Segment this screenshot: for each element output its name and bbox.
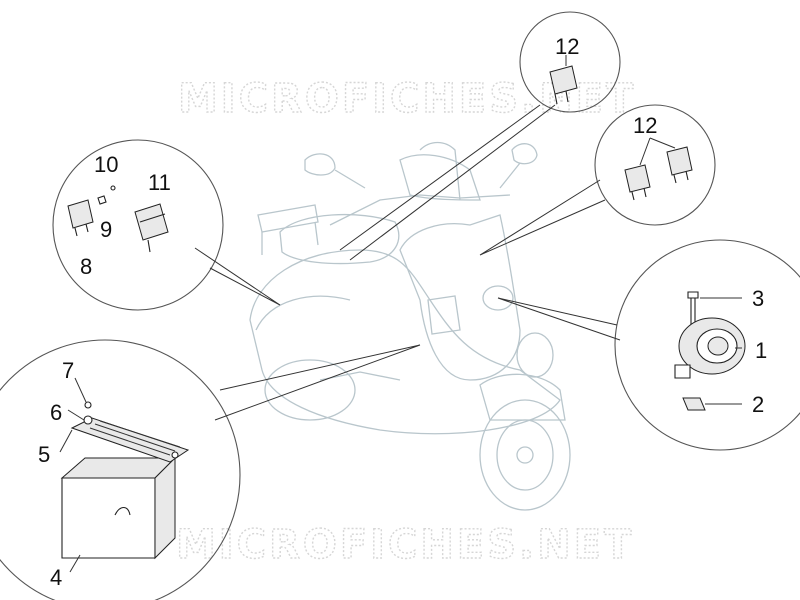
part-number-2: 2 xyxy=(752,392,764,417)
horn-assembly xyxy=(674,291,746,411)
callout-circle-battery xyxy=(0,339,241,600)
part-number-3: 3 xyxy=(752,286,764,311)
callout-circles xyxy=(0,11,800,600)
callout-leaders xyxy=(194,104,621,421)
part-number-9: 9 xyxy=(100,217,112,242)
callout-circle-horn xyxy=(614,239,800,451)
part-number-labels: 1 2 3 4 5 6 7 8 9 10 11 12 12 xyxy=(38,34,767,590)
watermark-bottom: MICROFICHES.NET xyxy=(176,522,634,568)
scooter-outline xyxy=(249,141,571,511)
part-number-5: 5 xyxy=(38,442,50,467)
battery-assembly xyxy=(59,377,190,573)
part-number-8: 8 xyxy=(80,254,92,279)
part-number-10: 10 xyxy=(94,152,118,177)
callout-circle-relays-left xyxy=(52,139,224,311)
part-number-12-top: 12 xyxy=(555,34,579,59)
part-number-1: 1 xyxy=(755,338,767,363)
part-number-4: 4 xyxy=(50,565,62,590)
callout-circle-relay-top xyxy=(519,11,621,113)
relay-top xyxy=(549,55,578,105)
part-number-12-right: 12 xyxy=(633,113,657,138)
callout-circle-relays-right xyxy=(594,104,716,226)
part-number-6: 6 xyxy=(50,400,62,425)
part-number-11: 11 xyxy=(148,170,171,195)
part-number-7: 7 xyxy=(62,358,74,383)
relays-right xyxy=(624,137,693,201)
relays-left xyxy=(67,185,169,253)
